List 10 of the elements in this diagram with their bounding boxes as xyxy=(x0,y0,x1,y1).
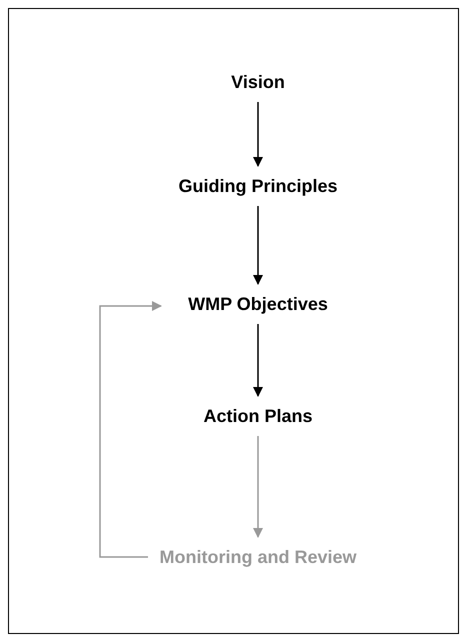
node-label: Guiding Principles xyxy=(177,175,339,198)
node-label: Action Plans xyxy=(202,405,314,428)
node-label: Vision xyxy=(230,71,286,94)
node-label: Monitoring and Review xyxy=(158,546,358,569)
arrow xyxy=(99,301,162,558)
arrow xyxy=(253,206,263,285)
arrow xyxy=(253,436,263,538)
arrow xyxy=(253,324,263,397)
node-label: WMP Objectives xyxy=(187,293,329,316)
arrow xyxy=(253,102,263,167)
